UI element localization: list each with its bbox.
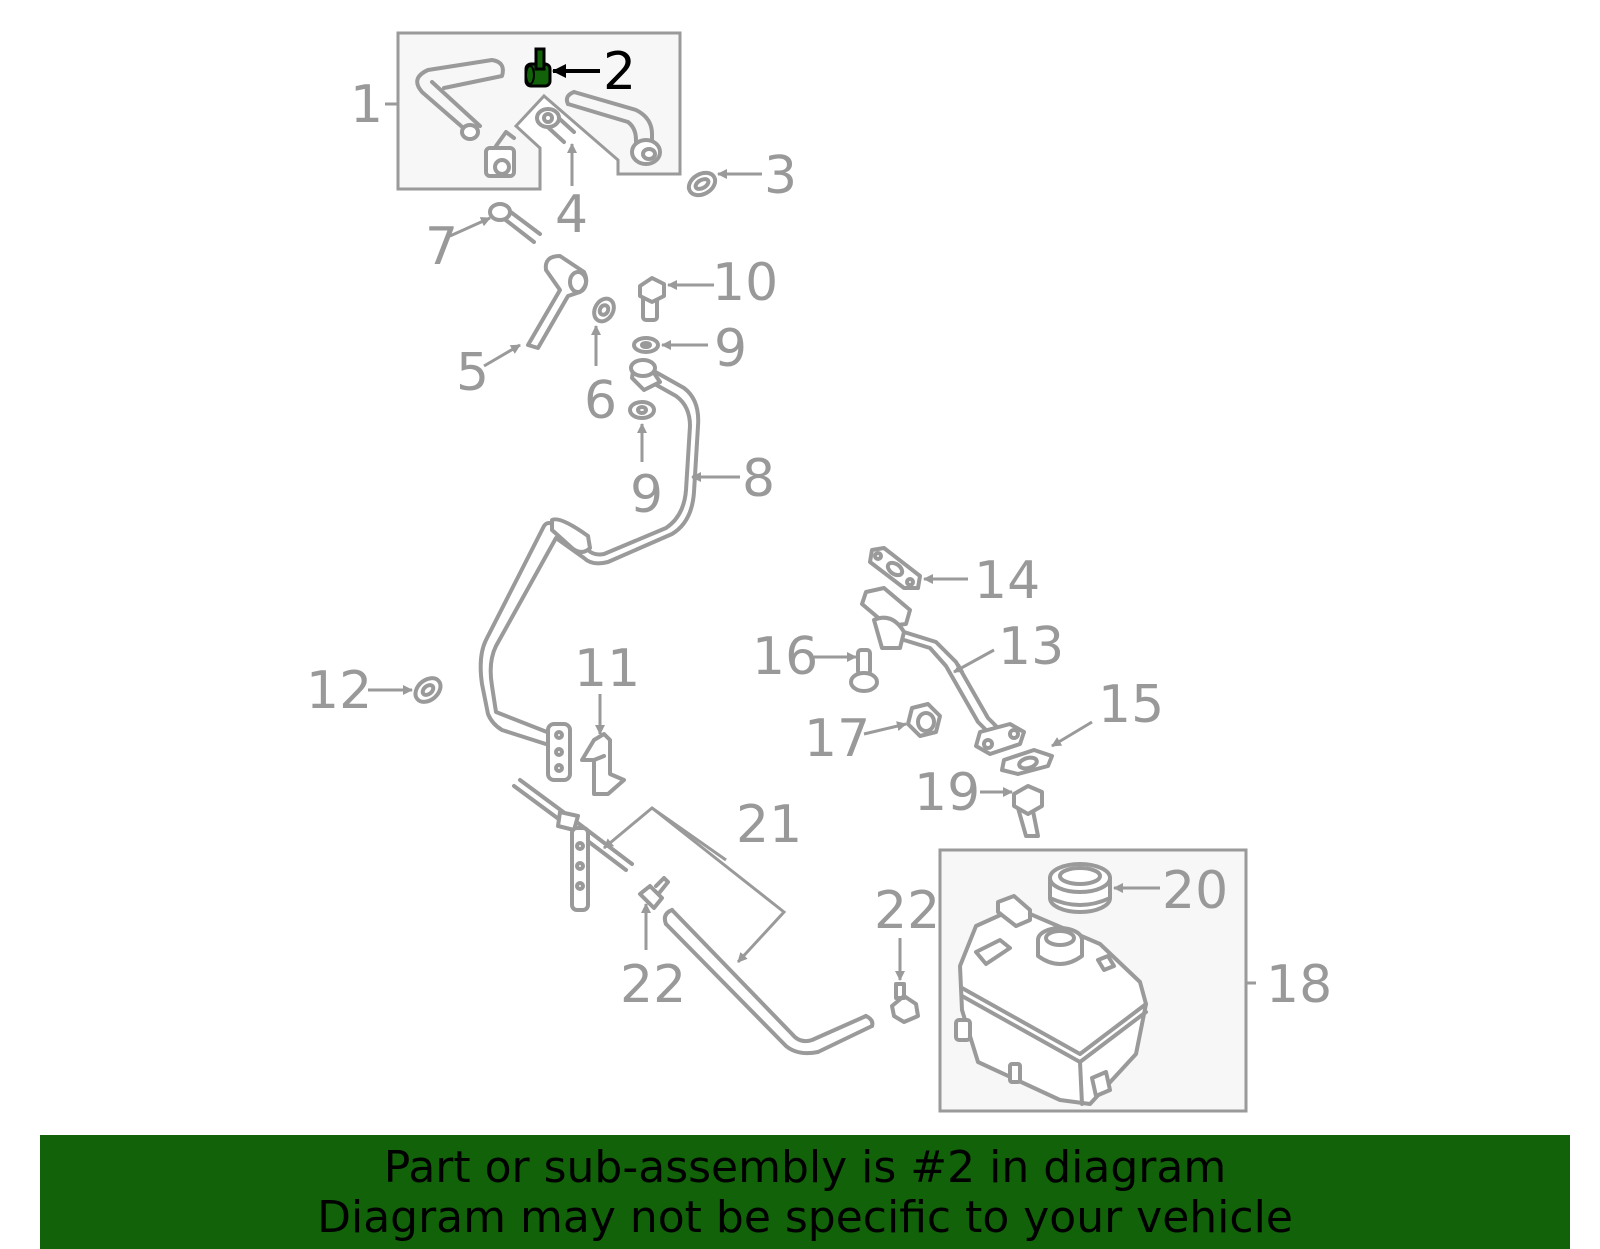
callout-19: 19 bbox=[914, 763, 980, 823]
pipe-part-8[interactable] bbox=[478, 358, 701, 782]
callout-14: 14 bbox=[974, 551, 1040, 611]
o-ring-part-12[interactable] bbox=[411, 673, 445, 706]
callout-8: 8 bbox=[742, 449, 775, 509]
bolt-part-16[interactable] bbox=[849, 648, 879, 693]
hose-part-21[interactable] bbox=[512, 778, 875, 1056]
callout-17: 17 bbox=[804, 709, 870, 769]
callout-16: 16 bbox=[752, 627, 818, 687]
cap-part-20[interactable] bbox=[1048, 862, 1112, 914]
callout-9-upper: 9 bbox=[714, 319, 747, 379]
connector-part-22-right[interactable] bbox=[890, 982, 920, 1024]
washer-part-6[interactable] bbox=[590, 295, 618, 325]
bolt-part-7[interactable] bbox=[488, 202, 542, 244]
hose-part-1[interactable] bbox=[415, 58, 516, 178]
bolt-part-10[interactable] bbox=[638, 276, 666, 322]
info-banner: Part or sub-assembly is #2 in diagram Di… bbox=[40, 1135, 1570, 1249]
reservoir-part-18[interactable] bbox=[954, 894, 1148, 1106]
callout-12: 12 bbox=[306, 661, 372, 721]
hose-part-right[interactable] bbox=[564, 90, 662, 166]
connector-part-22-left[interactable] bbox=[638, 876, 670, 910]
callout-15: 15 bbox=[1098, 675, 1164, 735]
gasket-part-15[interactable] bbox=[1000, 748, 1054, 776]
callout-10: 10 bbox=[712, 253, 778, 313]
fitting-part-4[interactable] bbox=[535, 107, 576, 144]
callout-4: 4 bbox=[555, 185, 588, 245]
callout-11: 11 bbox=[574, 639, 640, 699]
washer-part-9-lower[interactable] bbox=[628, 400, 656, 420]
callout-9-lower: 9 bbox=[630, 465, 663, 525]
o-ring-part-3[interactable] bbox=[685, 168, 719, 199]
pipe-part-13[interactable] bbox=[860, 586, 1026, 756]
hose-part-5[interactable] bbox=[526, 254, 589, 350]
banner-line-2: Diagram may not be specific to your vehi… bbox=[317, 1192, 1293, 1243]
washer-part-9-upper[interactable] bbox=[632, 336, 660, 354]
callout-13: 13 bbox=[998, 617, 1064, 677]
callout-7: 7 bbox=[425, 217, 458, 277]
nut-part-17[interactable] bbox=[906, 702, 942, 738]
bracket-part-11[interactable] bbox=[580, 732, 626, 796]
callout-22-right: 22 bbox=[874, 881, 940, 941]
callout-21: 21 bbox=[736, 795, 802, 855]
callout-22-left: 22 bbox=[620, 955, 686, 1015]
callout-1: 1 bbox=[350, 75, 383, 135]
gasket-part-14[interactable] bbox=[868, 546, 922, 590]
callout-18: 18 bbox=[1266, 955, 1332, 1015]
callout-3: 3 bbox=[764, 146, 797, 206]
part-2-highlighted[interactable] bbox=[524, 47, 552, 88]
banner-line-1: Part or sub-assembly is #2 in diagram bbox=[383, 1142, 1227, 1193]
callout-6: 6 bbox=[584, 371, 617, 431]
callout-2: 2 bbox=[603, 42, 636, 102]
callout-20: 20 bbox=[1162, 861, 1228, 921]
assembly-1-frame bbox=[396, 31, 682, 191]
callout-5: 5 bbox=[456, 343, 489, 403]
bolt-part-19[interactable] bbox=[1012, 784, 1044, 838]
